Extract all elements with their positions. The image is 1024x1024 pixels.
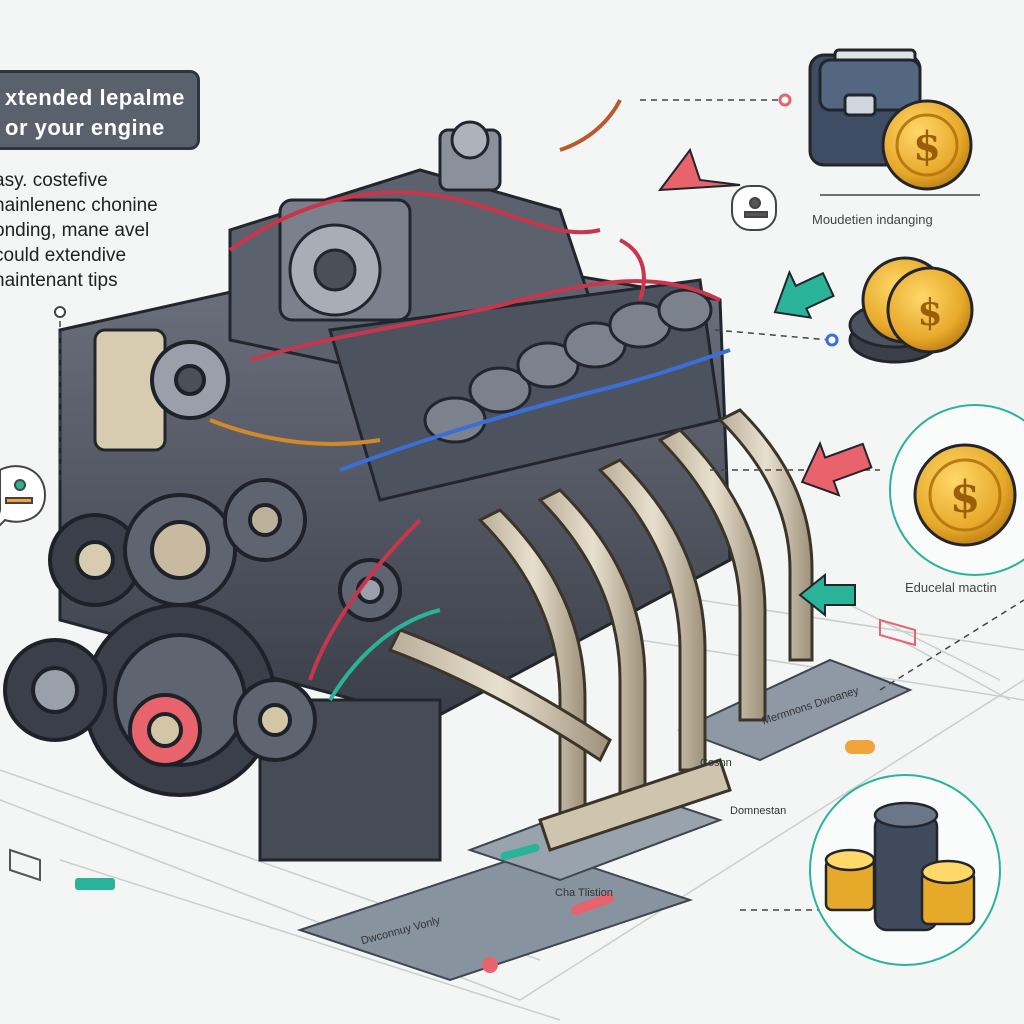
coin-circle-caption: Educelal mactin — [905, 580, 997, 595]
panel-small-label: Cosnn — [700, 757, 732, 769]
coin-stack-top: $ — [848, 256, 974, 364]
panel-mid-label: Domnestan — [730, 805, 787, 817]
coin-stacks-circle — [809, 774, 1001, 966]
callout-dots — [54, 93, 839, 973]
svg-text:$: $ — [917, 292, 942, 334]
wallet-caption: Moudetien indanging — [812, 212, 933, 227]
cost-tag: Cha Tlistion — [555, 887, 613, 899]
speech-bubbles — [0, 185, 777, 527]
tips-line-2: nainlenenc chonine — [0, 195, 158, 216]
tips-line-5: naintenant tips — [0, 270, 118, 291]
pulleys — [3, 340, 402, 797]
tips-line-3: onding, mane avel — [0, 220, 150, 241]
title-line-2: or your engine — [5, 115, 165, 140]
tips-line-1: asy. costefive — [0, 170, 108, 191]
hoses — [209, 99, 731, 702]
arrows — [657, 147, 873, 618]
title-line-1: xtended lepalme — [5, 85, 185, 110]
svg-text:$: $ — [950, 472, 981, 523]
title-box: xtended lepalme or your engine — [0, 70, 200, 150]
coin-circle: $ — [889, 404, 1024, 576]
svg-text:$: $ — [913, 123, 941, 170]
maintenance-tips: asy. costefive nainlenenc chonine onding… — [0, 168, 184, 293]
exhaust-headers — [387, 408, 814, 852]
tips-line-4: could extendive — [0, 245, 127, 266]
valve-covers — [423, 288, 713, 444]
wallet-illustration: $ — [808, 48, 973, 191]
